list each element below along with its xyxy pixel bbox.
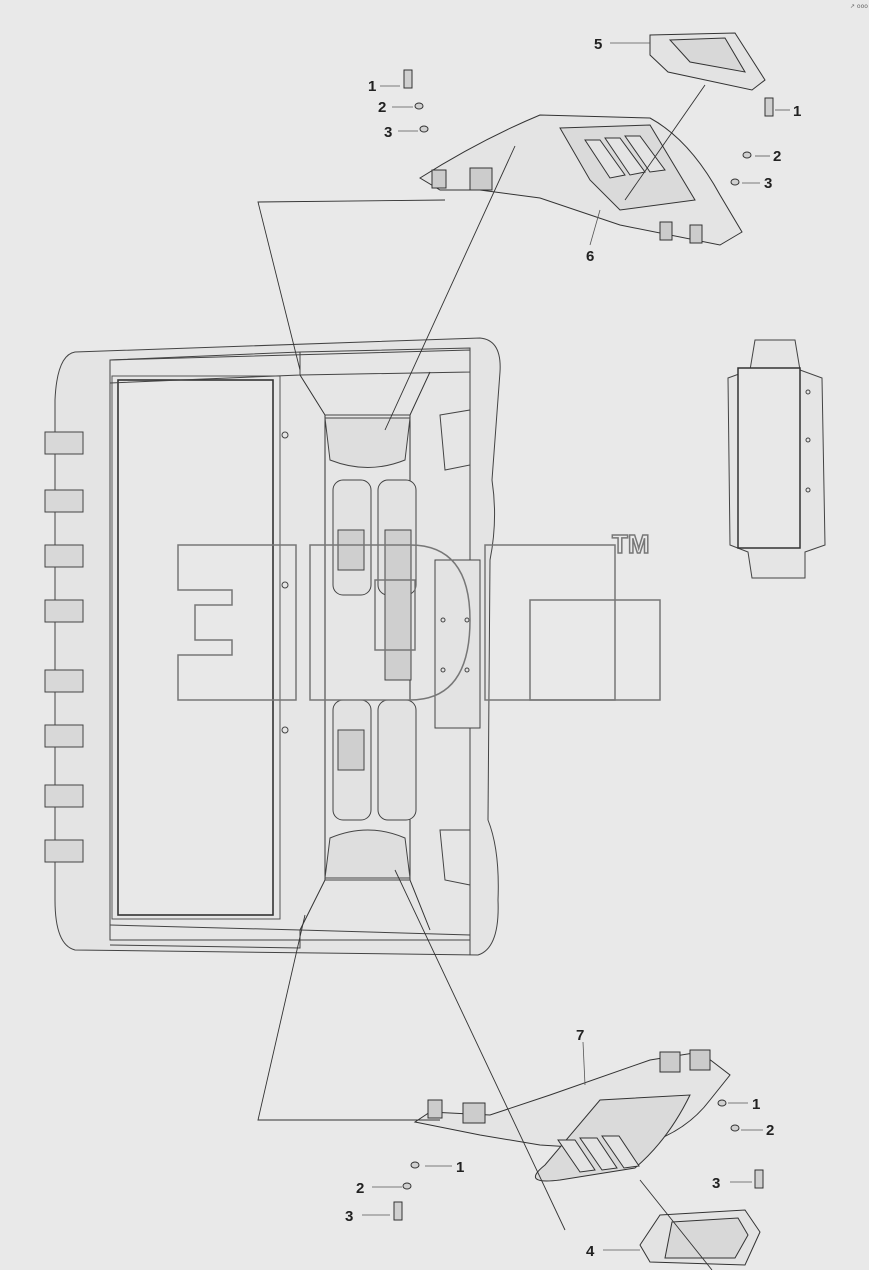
screw-1-upper-right [764,97,774,117]
watermark-logo [177,544,661,701]
callout-2-upper-right: 2 [773,148,781,165]
fasteners [393,69,774,1221]
callout-4: 4 [586,1243,595,1260]
nut-3-upper-left [419,125,429,133]
callout-3-lower-left: 3 [345,1208,353,1225]
callout-1-upper-left: 1 [368,78,376,95]
callout-3-upper-left: 3 [384,124,392,141]
callout-1-upper-right: 1 [793,103,801,120]
callout-labels: 1 2 3 5 1 2 3 6 7 1 2 3 1 2 3 4 [345,36,801,1260]
callout-7: 7 [576,1027,584,1044]
callout-2-lower-left: 2 [356,1180,364,1197]
assembly-lines [257,84,713,1270]
part-7-lower-console [413,1049,731,1182]
callout-5: 5 [594,36,602,53]
callout-leaders [362,42,790,1251]
part-6-upper-console [419,114,743,246]
callout-2-upper-left: 2 [378,99,386,116]
washer-2-lower-right [730,1124,740,1132]
screw-1-upper-left [403,69,413,89]
part-5-upper-bezel [649,32,766,91]
callout-3-lower-right: 3 [712,1175,720,1192]
main-cab-panel [44,337,501,956]
callout-1-lower-left: 1 [456,1159,464,1176]
screw-3-lower-right [754,1169,764,1189]
part-4-lower-bezel [639,1209,761,1266]
washer-1-lower-right [717,1099,727,1107]
callout-6: 6 [586,248,594,265]
washer-2-lower-left [402,1182,412,1190]
nut-3-upper-right [730,178,740,186]
callout-3-upper-right: 3 [764,175,772,192]
washer-2-upper-right [742,151,752,159]
corner-mark: ↗ ooo [850,3,868,10]
callout-1-lower-right: 1 [752,1096,760,1113]
washer-2-upper-left [414,102,424,110]
side-view-panel [727,339,826,579]
screw-3-lower-left [393,1201,403,1221]
trademark-mark: TM [612,529,650,559]
callout-2-lower-right: 2 [766,1122,774,1139]
washer-1-lower-left [410,1161,420,1169]
